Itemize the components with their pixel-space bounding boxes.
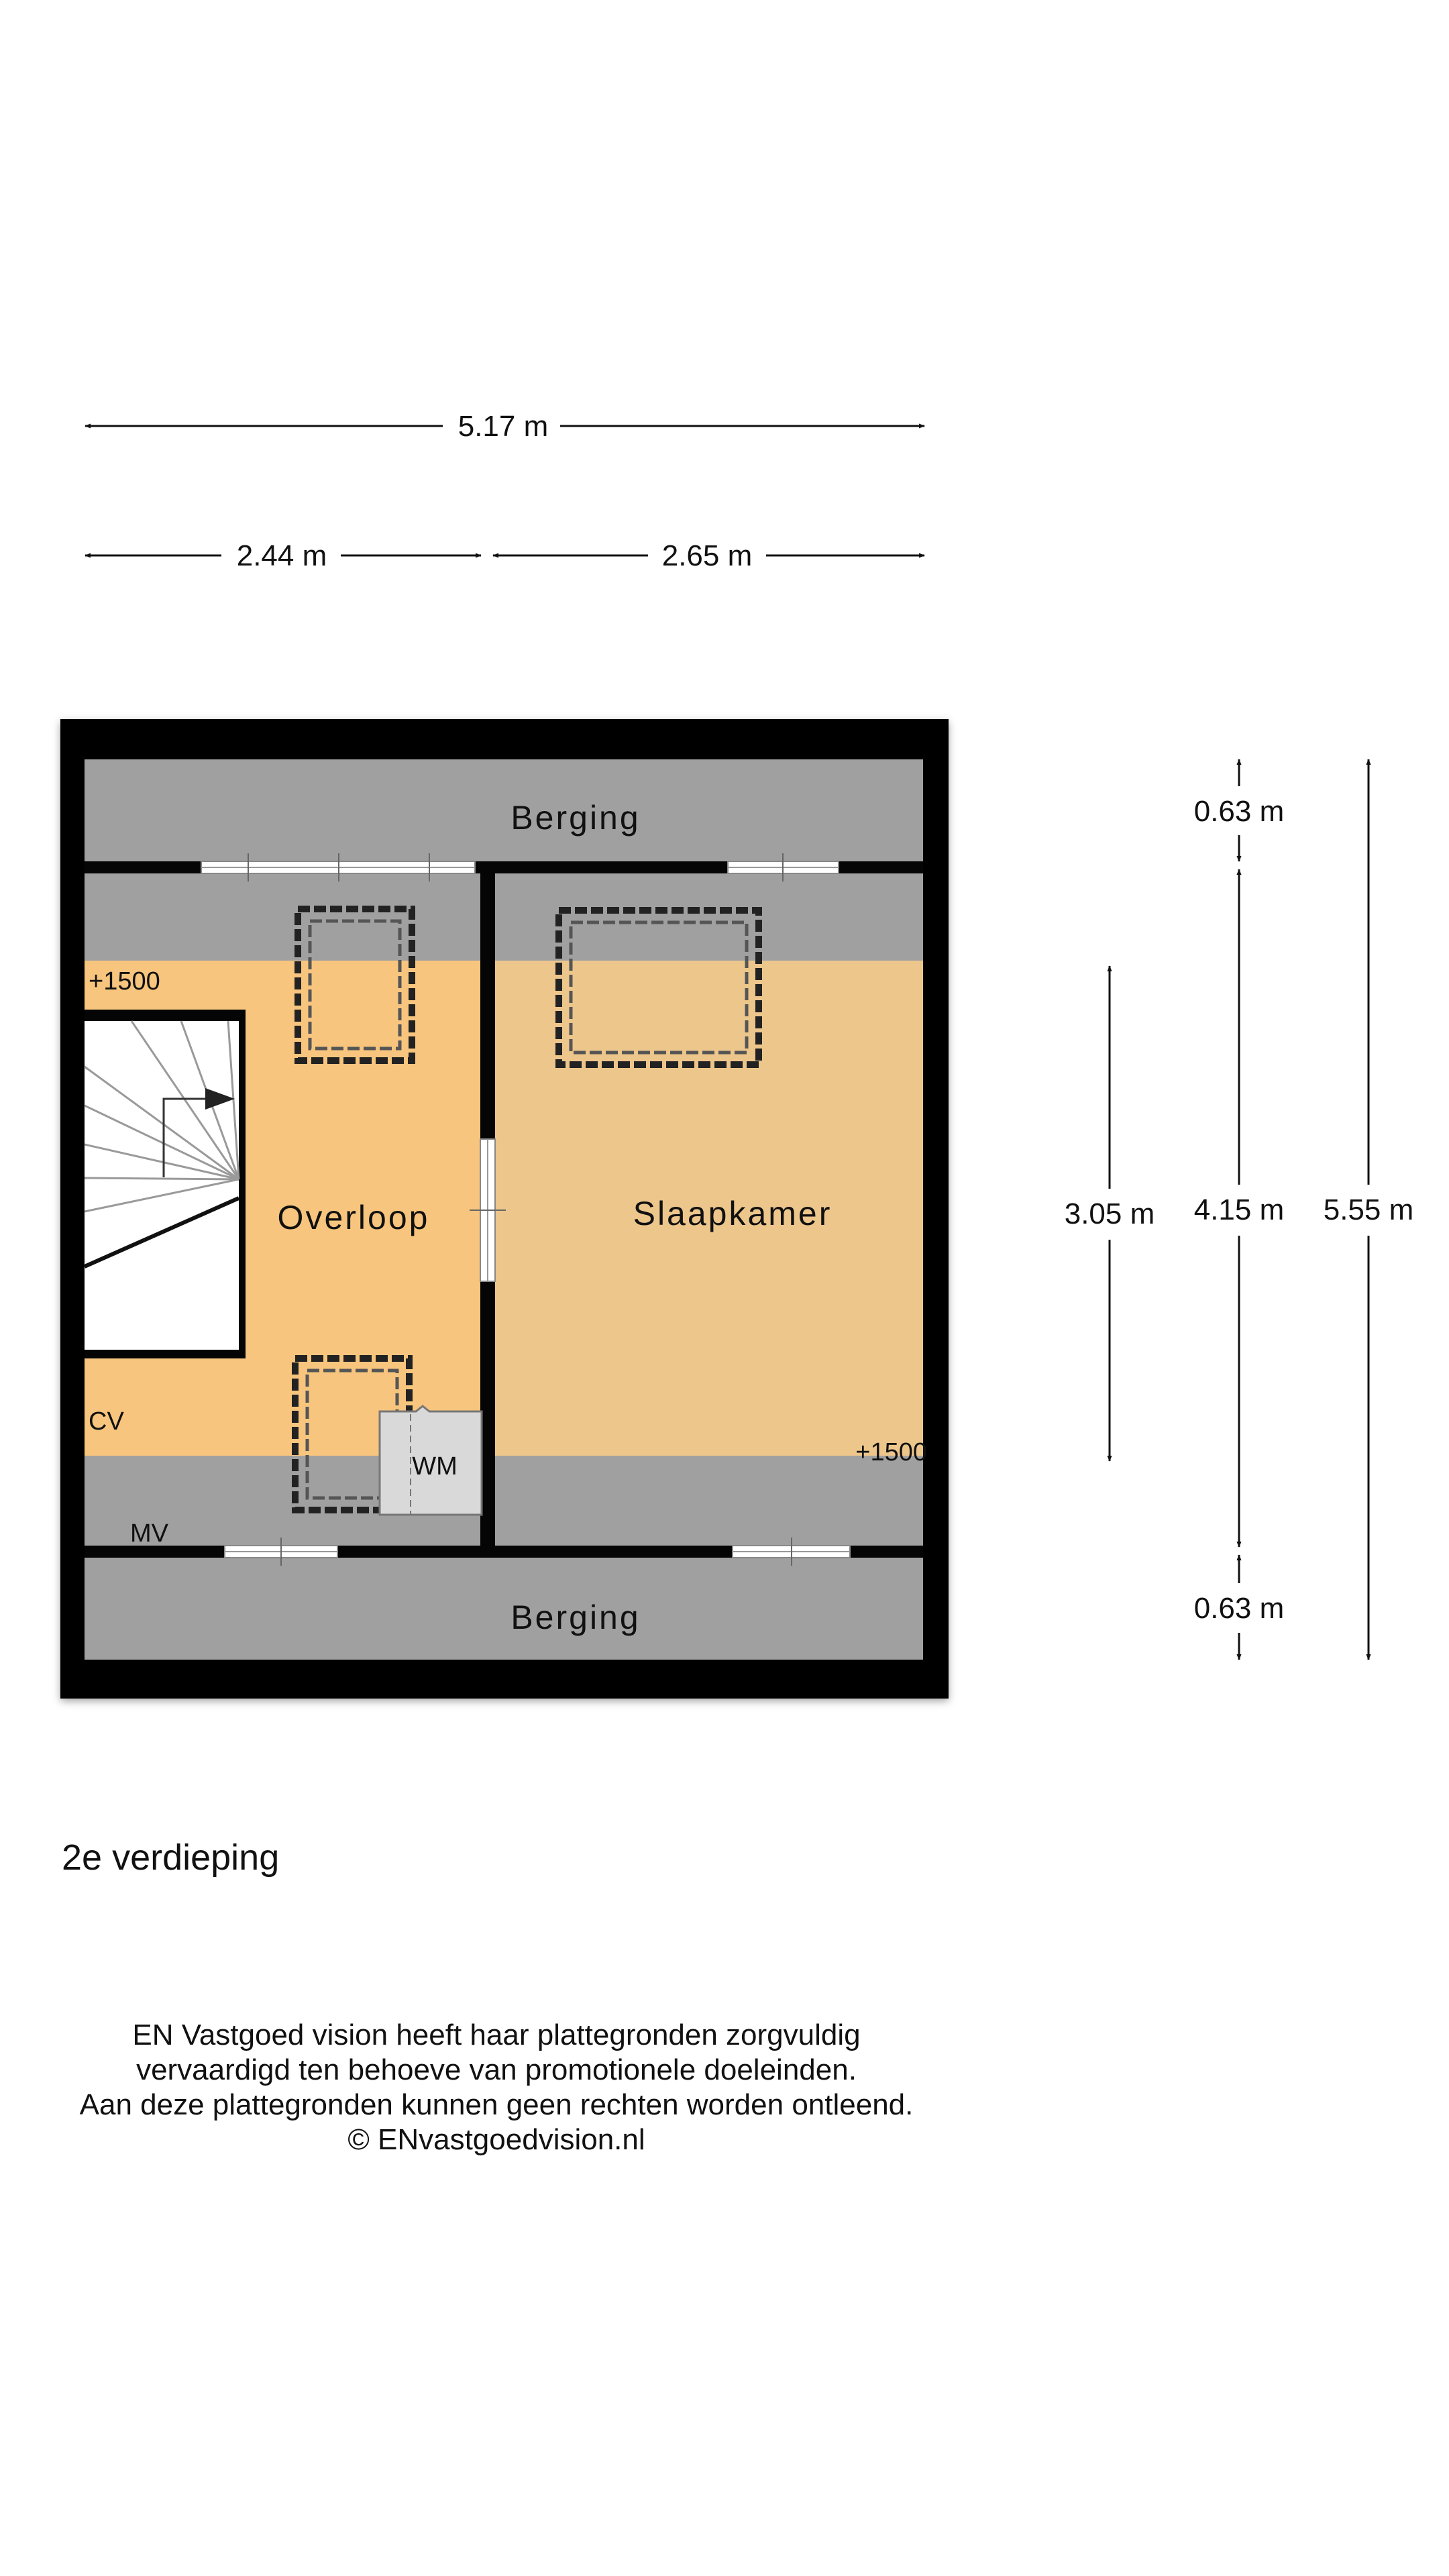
- storage-bottom-area: [85, 1558, 923, 1660]
- dimension-sloped-height-label: 3.05 m: [1065, 1197, 1155, 1230]
- arrow-right-icon: [205, 1088, 235, 1110]
- hatch-bottom-left: [224, 1538, 338, 1566]
- skylight-bedroom: [555, 907, 762, 1068]
- hatch-bottom-right: [732, 1538, 851, 1566]
- dimension-top-strip: 0.63 m: [1194, 759, 1285, 862]
- washer-label: WM: [412, 1452, 458, 1481]
- washing-machine: WM: [378, 1405, 483, 1516]
- dimension-bottom-strip: 0.63 m: [1194, 1554, 1285, 1660]
- floor-title: 2e verdieping: [62, 1837, 280, 1878]
- stairwell: [83, 1010, 246, 1358]
- room-label-storage-top: Berging: [511, 799, 640, 837]
- landing-low-zone-top: [85, 873, 480, 961]
- floorplan: WM Berging Berging Overloop Slaapkamer +…: [60, 719, 949, 1699]
- disclaimer: EN Vastgoed vision heeft haar plattegron…: [0, 2018, 993, 2157]
- bedroom-low-zone-bottom: [495, 1456, 923, 1546]
- room-label-landing: Overloop: [278, 1199, 430, 1236]
- dimension-left-width: 2.44 m: [85, 539, 482, 572]
- stair-direction-arrow: [162, 1097, 221, 1177]
- storage-top-area: [85, 759, 923, 861]
- stair-cut-line: [83, 1196, 240, 1269]
- dimension-total-width: 5.17 m: [85, 410, 925, 443]
- dimension-total-height-label: 5.55 m: [1324, 1193, 1414, 1226]
- bedroom-area: [495, 961, 923, 1456]
- dimension-sloped-height: 3.05 m: [1065, 965, 1155, 1462]
- height-mark-bedroom: +1500: [855, 1438, 927, 1466]
- dimension-right-width-label: 2.65 m: [662, 539, 753, 572]
- dimension-mid-height: 4.15 m: [1194, 869, 1285, 1548]
- room-label-storage-bottom: Berging: [511, 1599, 640, 1636]
- door-center: [470, 1138, 506, 1282]
- dimension-mid-height-label: 4.15 m: [1194, 1193, 1285, 1226]
- disclaimer-copyright: © ENvastgoedvision.nl: [347, 2123, 645, 2156]
- hatch-top-left: [201, 853, 476, 881]
- dimension-right-width: 2.65 m: [492, 539, 925, 572]
- disclaimer-line: vervaardigd ten behoeve van promotionele…: [136, 2053, 857, 2086]
- height-mark-landing: +1500: [89, 967, 160, 996]
- dimension-bottom-strip-label: 0.63 m: [1194, 1592, 1285, 1625]
- disclaimer-line: EN Vastgoed vision heeft haar plattegron…: [132, 2019, 861, 2051]
- dimension-left-width-label: 2.44 m: [237, 539, 327, 572]
- skylight-landing-top: [294, 906, 415, 1064]
- ventilation-label: MV: [130, 1519, 169, 1548]
- room-label-bedroom: Slaapkamer: [633, 1195, 833, 1232]
- disclaimer-line: Aan deze plattegronden kunnen geen recht…: [79, 2088, 914, 2121]
- boiler-label: CV: [89, 1407, 124, 1436]
- dimension-top-strip-label: 0.63 m: [1194, 795, 1285, 828]
- bedroom-low-zone-top: [495, 873, 923, 961]
- dimension-total-height: 5.55 m: [1324, 759, 1414, 1660]
- hatch-top-right: [727, 853, 839, 881]
- dimension-total-width-label: 5.17 m: [458, 410, 549, 443]
